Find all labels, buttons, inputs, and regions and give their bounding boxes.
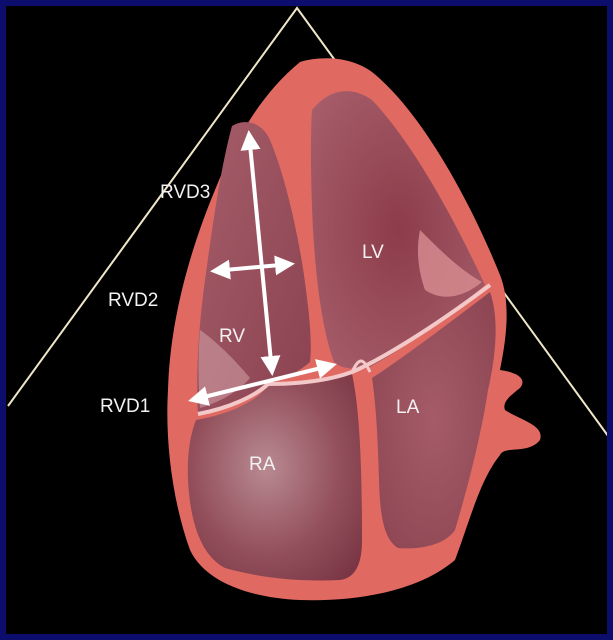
- label-ra: RA: [249, 454, 276, 475]
- heart-diagram: RVD3 RVD2 RVD1 RV LV RA LA: [6, 6, 607, 634]
- label-rvd2: RVD2: [108, 290, 158, 311]
- label-la: LA: [396, 397, 420, 418]
- label-rvd3: RVD3: [160, 182, 210, 203]
- label-lv: LV: [362, 242, 384, 263]
- label-rvd1: RVD1: [100, 396, 150, 417]
- label-rv: RV: [219, 326, 245, 347]
